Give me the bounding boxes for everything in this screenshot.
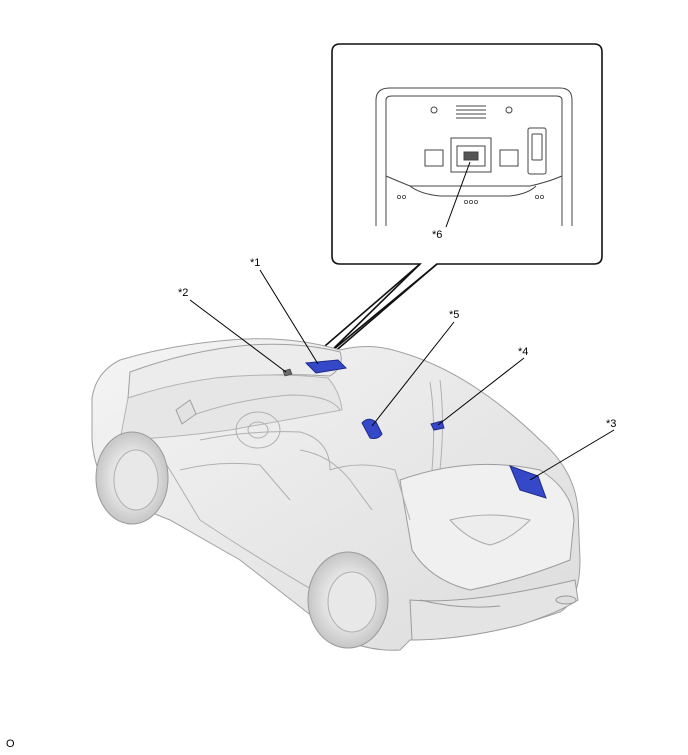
zoom-line-right: [331, 263, 438, 355]
component-1: [304, 359, 348, 374]
callout-2: *2: [178, 287, 188, 299]
callout-1: *1: [250, 257, 260, 269]
side-mirror: [175, 399, 197, 425]
callout-6: *6: [432, 229, 442, 241]
connector-icon: [463, 151, 479, 161]
map-lamp-right: [499, 149, 519, 167]
highlighted-components: [282, 359, 547, 499]
leader-line-5: [371, 321, 455, 427]
front-wheel: [95, 431, 169, 525]
interior-outline: [149, 379, 443, 601]
rear-bumper: [409, 579, 579, 641]
inset-frame: [327, 43, 603, 355]
screw-right-icon: [505, 106, 513, 114]
leader-line-1: [259, 269, 319, 365]
callouts: *1 *2 *5 *4 *3: [178, 257, 616, 481]
leader-line-2: [189, 299, 287, 373]
overhead-console-drawing: [375, 87, 573, 226]
component-5: [361, 418, 383, 439]
component-3: [509, 465, 547, 499]
leader-line-4: [437, 357, 525, 426]
grille-icon: [456, 105, 486, 119]
component-2: [282, 368, 293, 377]
sunroof-switch: [527, 127, 547, 175]
center-switch-module: [450, 137, 492, 173]
leader-line-6: [445, 161, 471, 228]
callout-4: *4: [518, 346, 528, 358]
map-lamp-left: [424, 149, 444, 167]
callout-3: *3: [606, 418, 616, 430]
vehicle-body: [91, 338, 581, 651]
windshield: [119, 374, 343, 441]
screw-left-icon: [430, 106, 438, 114]
leader-line-3: [529, 429, 615, 481]
rear-wheel: [307, 551, 389, 649]
inset-detail-panel: *6: [317, 43, 603, 355]
callout-5: *5: [449, 309, 459, 321]
figure-code: O: [6, 738, 15, 750]
zoom-line-left: [317, 263, 421, 353]
